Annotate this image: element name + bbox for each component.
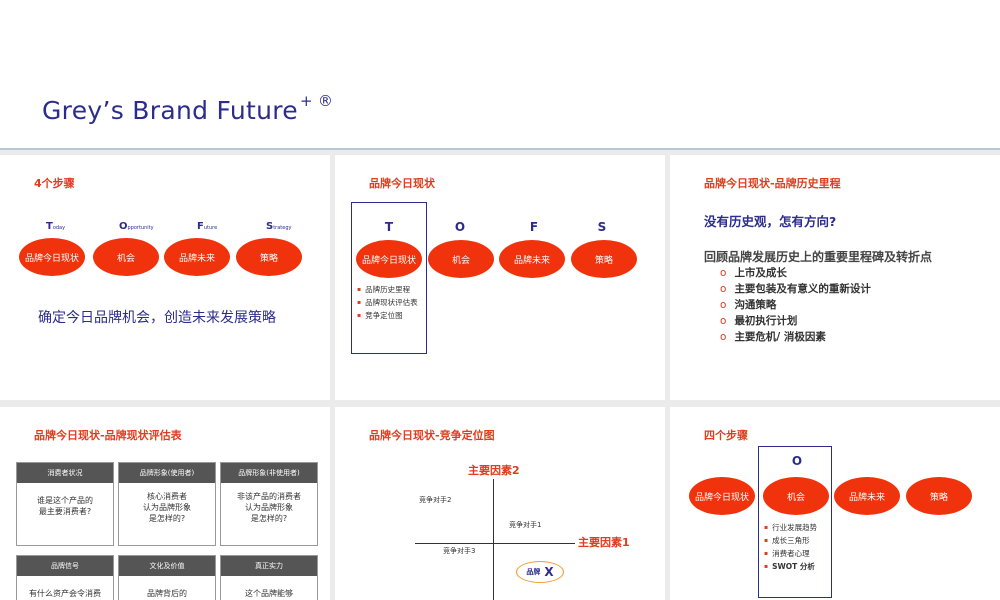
list-item: 消费者心理 [764,547,817,560]
cell-body: 非该产品的消费者 认为品牌形象 是怎样的? [237,492,301,523]
assessment-cell: 消费者状况 谁是这个产品的 最主要消费者? [16,462,114,546]
step-letter-s: S [597,220,607,234]
slide-thumbnail-4[interactable]: 品牌今日现状-品牌现状评估表 消费者状况 谁是这个产品的 最主要消费者? 品牌形… [0,407,330,600]
brand-label: 品牌 [526,568,541,576]
factor-y-label: 主要因素2 [468,464,520,477]
assessment-cell: 品牌形象(使用者) 核心消费者 认为品牌形象 是怎样的? [118,462,216,546]
list-item: 主要包装及有意义的重新设计 [720,281,871,297]
list-item: 沟通策略 [720,297,871,313]
slide-title: 品牌今日现状-品牌历史里程 [704,177,841,190]
slide-thumbnail-1[interactable]: 4个步骤 Today Opportunity Future Strategy 品… [0,155,330,400]
tagline: 确定今日品牌机会，创造未来发展策略 [38,310,276,326]
cell-header: 品牌形象(使用者) [119,463,215,483]
step-oval-future: 品牌未来 [834,477,900,515]
step-letter-f: F [529,220,539,234]
step-oval-today: 品牌今日现状 [19,238,85,276]
slide-subtitle: 回顾品牌发展历史上的重要里程碑及转折点 [704,250,933,264]
step-oval-today: 品牌今日现状 [356,240,422,278]
step-letter-o: O [454,220,466,234]
highlight-box [351,202,427,354]
slide-title: 4个步骤 [34,177,75,190]
brand-title-text: Grey’s Brand Future [42,96,298,125]
assessment-cell: 品牌信号 有什么资产会令消费 [16,555,114,600]
competitor-label: 竞争对手1 [509,521,542,529]
brand-title-superscript: + ® [300,92,334,110]
competitor-label: 竞争对手2 [419,496,452,504]
slide-question: 没有历史观，怎有方向? [704,214,837,229]
step-letter-opportunity: Opportunity [119,221,154,232]
cell-body: 有什么资产会令消费 [29,589,101,598]
cell-header: 消费者状况 [17,463,113,483]
step-oval-opportunity: 机会 [428,240,494,278]
factor-x-label: 主要因素1 [578,536,630,549]
slide-thumbnail-3[interactable]: 品牌今日现状-品牌历史里程 没有历史观，怎有方向? 回顾品牌发展历史上的重要里程… [670,155,1000,400]
step-oval-today: 品牌今日现状 [689,477,755,515]
step-oval-future: 品牌未来 [499,240,565,278]
highlight-box [758,446,832,598]
list-item: 成长三角形 [764,534,817,547]
cell-header: 真正实力 [221,556,317,576]
list-item: 主要危机/ 消极因素 [720,329,871,345]
cell-body: 这个品牌能够 [245,589,293,598]
step-letter-today: Today [46,221,66,232]
step-oval-strategy: 策略 [906,477,972,515]
bullet-list: 行业发展趋势 成长三角形 消费者心理 SWOT 分析 [764,521,817,573]
list-item: 最初执行计划 [720,313,871,329]
cell-body: 核心消费者 认为品牌形象 是怎样的? [143,492,191,523]
slide-title: 品牌今日现状 [369,177,435,190]
slide-thumbnail-6[interactable]: 四个步骤 O 品牌今日现状 机会 品牌未来 策略 行业发展趋势 成长三角形 消费… [670,407,1000,600]
brand-title: Grey’s Brand Future + ® [42,92,333,125]
step-letter-o: O [791,454,803,468]
horizontal-axis [415,543,575,544]
step-oval-opportunity: 机会 [93,238,159,276]
list-item: 行业发展趋势 [764,521,817,534]
slide-title: 品牌今日现状-品牌现状评估表 [34,429,182,442]
assessment-cell: 真正实力 这个品牌能够 [220,555,318,600]
step-letter-t: T [384,220,394,234]
competitor-label: 竞争对手3 [443,547,476,555]
vertical-axis [493,479,494,600]
step-letter-future: Future [197,221,218,232]
step-letter-strategy: Strategy [266,221,292,232]
presentation-header: Grey’s Brand Future + ® [0,0,1000,148]
list-item: 上市及成长 [720,265,871,281]
step-oval-strategy: 策略 [571,240,637,278]
list-item: 竞争定位图 [357,309,418,322]
slide-title: 品牌今日现状-竞争定位图 [369,429,495,442]
assessment-cell: 文化及价值 品牌背后的 [118,555,216,600]
slide-title: 四个步骤 [704,429,748,442]
assessment-cell: 品牌形象(非使用者) 非该产品的消费者 认为品牌形象 是怎样的? [220,462,318,546]
slide-thumbnail-5[interactable]: 品牌今日现状-竞争定位图 主要因素2 主要因素1 竞争对手2 竞争对手1 竞争对… [335,407,665,600]
slide-thumbnail-2[interactable]: 品牌今日现状 T O F S 品牌今日现状 机会 品牌未来 策略 品牌历史里程 … [335,155,665,400]
milestone-list: 上市及成长 主要包装及有意义的重新设计 沟通策略 最初执行计划 主要危机/ 消极… [720,265,871,345]
cell-body: 品牌背后的 [147,589,187,598]
cell-header: 品牌形象(非使用者) [221,463,317,483]
list-item: 品牌历史里程 [357,283,418,296]
bullet-list: 品牌历史里程 品牌现状评估表 竞争定位图 [357,283,418,322]
step-oval-opportunity: 机会 [763,477,829,515]
header-divider [0,148,1000,150]
step-oval-future: 品牌未来 [164,238,230,276]
step-oval-strategy: 策略 [236,238,302,276]
cell-header: 文化及价值 [119,556,215,576]
cell-header: 品牌信号 [17,556,113,576]
cell-body: 谁是这个产品的 最主要消费者? [37,496,93,516]
brand-mark: X [544,565,554,579]
list-item: 品牌现状评估表 [357,296,418,309]
list-item: SWOT 分析 [764,560,817,573]
